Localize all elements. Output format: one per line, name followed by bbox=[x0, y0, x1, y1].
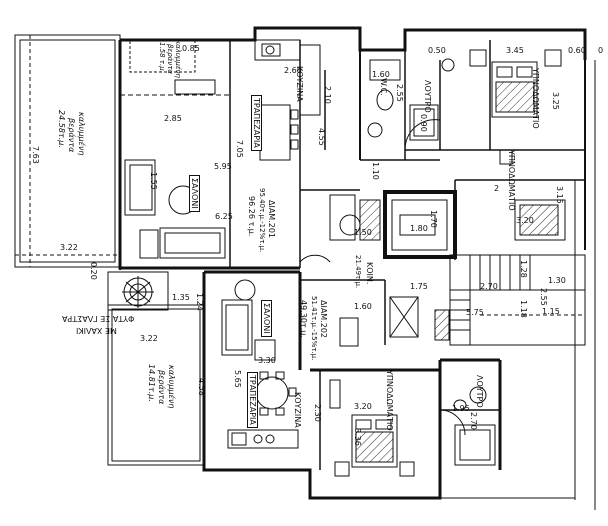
stairs-right bbox=[449, 254, 586, 346]
kitchen-top-counter bbox=[254, 39, 321, 116]
dim-320a: 3.20 bbox=[516, 216, 534, 225]
room-label-bedroom-2-num: 2 bbox=[494, 184, 500, 193]
room-label-bath-bottom: ΛΟΥΤΡΟ bbox=[475, 375, 484, 408]
room-label-bedroom-bottom: ΥΠΝΟΔΩΜΑΤΙΟ bbox=[385, 370, 394, 431]
veranda-top-title: καλυμμένη bbox=[77, 112, 86, 156]
dim-0: 0 bbox=[598, 46, 604, 55]
apt202-area-gross: 51.41τ.μ.-15%τ.μ. bbox=[310, 296, 318, 361]
dim-705: 7.05 bbox=[235, 140, 244, 158]
dim-270: 2.70 bbox=[480, 282, 498, 291]
veranda-bottom-title: καλυμμένη bbox=[167, 365, 176, 409]
dim-130: 1.30 bbox=[548, 276, 566, 285]
veranda-top-area: 24.58τ.μ. bbox=[57, 110, 66, 148]
bed-main bbox=[469, 49, 562, 118]
dim-325: 3.25 bbox=[551, 92, 560, 110]
living-furniture-bottom bbox=[221, 279, 276, 361]
apt201-walls bbox=[118, 26, 587, 270]
bath-bottom bbox=[439, 386, 496, 466]
dim-110: 1.10 bbox=[371, 162, 380, 180]
dim-336: 3.36 bbox=[353, 428, 362, 446]
dim-160: 1.60 bbox=[372, 70, 390, 79]
dim-118: 1.18 bbox=[519, 300, 528, 318]
dim-128: 1.28 bbox=[519, 260, 528, 278]
dim-255b: 2.55 bbox=[539, 288, 548, 306]
bed-second bbox=[499, 149, 566, 241]
dim-322a: 3.22 bbox=[60, 243, 78, 252]
room-label-living-bottom: ΣΑΛΟΝΙ bbox=[261, 300, 272, 337]
plant-area bbox=[107, 271, 169, 311]
bath-fixtures-top bbox=[367, 58, 455, 151]
veranda-small-sub: βεράντα bbox=[166, 44, 174, 75]
dim-175: 1.75 bbox=[410, 282, 428, 291]
dim-315: 3.15 bbox=[555, 186, 564, 204]
plants-note-line1: ΦΥΤΑ ΣΕ ΓΛΑΣΤΡΑ bbox=[62, 314, 135, 323]
room-label-bedroom-2: ΥΠΝΟΔΩΜΑΤΙΟ bbox=[507, 150, 516, 211]
dim-210: 2.10 bbox=[323, 86, 332, 104]
dim-285: 2.85 bbox=[164, 114, 182, 123]
dim-255: 2.55 bbox=[395, 84, 404, 102]
dim-020: 0.20 bbox=[89, 262, 98, 280]
apt202-name: ΔΙΑΜ.202 bbox=[319, 300, 328, 339]
dim-565: 5.65 bbox=[233, 370, 242, 388]
dim-322b: 3.22 bbox=[140, 334, 158, 343]
apt202-interior bbox=[300, 279, 500, 470]
dim-230: 2.30 bbox=[313, 404, 322, 422]
dim-150: 1.50 bbox=[354, 228, 372, 237]
veranda-small-title: καλυμμένη bbox=[174, 40, 182, 78]
dim-195: 1.95 bbox=[452, 404, 470, 413]
kitchen-bottom-counter bbox=[227, 429, 299, 449]
veranda-bottom-area: 14.81τ.μ. bbox=[147, 364, 156, 402]
room-label-bedroom-main: ΥΠΝΟΔΩΜΑΤΙΟ bbox=[531, 68, 540, 129]
dim-135: 1.35 bbox=[172, 293, 190, 302]
dim-595: 5.95 bbox=[214, 162, 232, 171]
veranda-top-sub: βεράντα bbox=[67, 118, 76, 153]
dim-050: 0.50 bbox=[428, 46, 446, 55]
common-elevator bbox=[339, 296, 450, 347]
dim-060: 0.60 bbox=[568, 46, 586, 55]
dim-170: 1.70 bbox=[429, 210, 438, 228]
dim-625: 6.25 bbox=[215, 212, 233, 221]
apt202-walls bbox=[202, 270, 502, 500]
veranda-small-area: 1.58 τ.μ. bbox=[158, 42, 166, 73]
dim-260: 2.60 bbox=[284, 66, 302, 75]
room-label-kitchen-bottom: ΚΟΥΖΙΝΑ bbox=[293, 392, 302, 428]
dim-180: 1.80 bbox=[410, 224, 428, 233]
dim-320b: 3.20 bbox=[354, 402, 372, 411]
dim-330: 3.30 bbox=[258, 356, 276, 365]
room-label-wc-top: W.C. bbox=[379, 78, 388, 96]
apt201-area-gross: 95.40τ.μ.-12%τ.μ. bbox=[258, 188, 266, 253]
room-label-dining-top: ΤΡΑΠΕΖΑΡΙΑ bbox=[251, 95, 262, 151]
stair-core bbox=[299, 190, 457, 263]
apt201-area-net: 96.26 τ.μ. bbox=[247, 196, 256, 237]
apt202-area-net: 49.30τ.μ. bbox=[299, 300, 308, 338]
dim-090: 0.90 bbox=[419, 114, 428, 132]
dim-115: 1.15 bbox=[542, 307, 560, 316]
veranda-bottom-left bbox=[107, 300, 205, 470]
dim-458: 4.58 bbox=[197, 378, 206, 396]
plants-note-line2: ΜΕ ΧΑΛΙΚΙ bbox=[76, 326, 117, 335]
room-label-bath-top: ΛΟΥΤΡΟ bbox=[423, 80, 432, 113]
dim-124: 1.24 bbox=[195, 293, 204, 311]
common-area-label: 21.49τ.μ. bbox=[354, 255, 362, 289]
bed-bottom bbox=[329, 379, 415, 477]
dim-155: 1.55 bbox=[149, 172, 158, 190]
dim-085: 0.85 bbox=[182, 44, 200, 53]
room-label-common: ΚΟΙΝ. bbox=[365, 262, 374, 285]
veranda-bottom-sub: βεράντα bbox=[157, 370, 166, 405]
room-label-dining-bottom: ΤΡΑΠΕΖΑΡΙΑ bbox=[247, 372, 258, 428]
living-furniture-top bbox=[124, 159, 226, 259]
room-label-living-top: ΣΑΛΟΝΙ bbox=[189, 175, 200, 212]
dim-345: 3.45 bbox=[506, 46, 524, 55]
apt201-name: ΔΙΑΜ.201 bbox=[267, 200, 276, 239]
dim-270b: 2.70 bbox=[469, 412, 478, 430]
dim-455: 4.55 bbox=[317, 128, 326, 146]
dim-160b: 1.60 bbox=[354, 302, 372, 311]
dim-575: 5.75 bbox=[466, 308, 484, 317]
dim-763: 7.63 bbox=[31, 146, 40, 164]
